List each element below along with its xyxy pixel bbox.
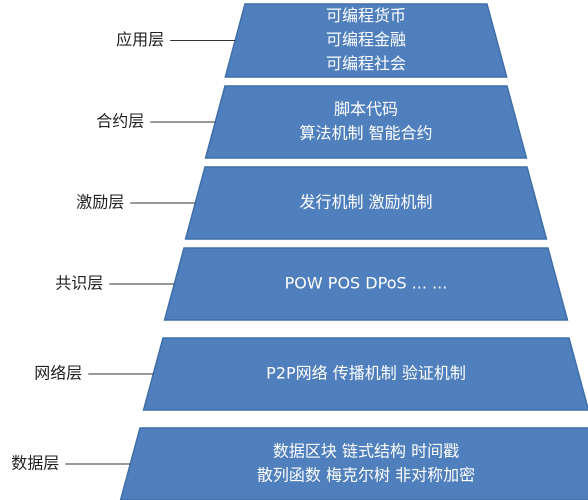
layer-content-line: 散列函数 梅克尔树 非对称加密 <box>257 466 475 485</box>
layer-label: 合约层 <box>96 112 144 131</box>
layer-content-line: P2P网络 传播机制 验证机制 <box>266 364 466 383</box>
layer-trapezoid <box>119 427 588 500</box>
layer-trapezoid <box>163 247 569 321</box>
layer-content-line: 算法机制 智能合约 <box>299 124 432 143</box>
layer-trapezoid <box>184 166 548 240</box>
layer-content-line: 脚本代码 <box>334 100 398 119</box>
layer-label: 数据层 <box>11 454 59 473</box>
layer-trapezoid <box>142 337 588 411</box>
layer-content-line: 可编程社会 <box>326 54 406 73</box>
layer-content-line: 可编程货币 <box>326 6 406 25</box>
layer-trapezoid <box>224 3 508 78</box>
layer-content-line: POW POS DPoS ... ... <box>285 274 448 293</box>
layer-label: 激励层 <box>76 193 124 212</box>
layer-3: POW POS DPoS ... ... 共识层 <box>55 247 569 321</box>
layer-content-line: 可编程金融 <box>326 30 406 49</box>
layer-4: P2P网络 传播机制 验证机制 网络层 <box>34 337 588 411</box>
layer-label: 应用层 <box>116 30 164 49</box>
layer-2: 发行机制 激励机制 激励层 <box>76 166 548 240</box>
layer-content-line: 数据区块 链式结构 时间戳 <box>273 442 459 461</box>
layer-label: 网络层 <box>34 364 82 383</box>
layer-content-line: 发行机制 激励机制 <box>299 193 432 212</box>
layer-label: 共识层 <box>55 274 103 293</box>
layer-trapezoid <box>204 85 528 159</box>
